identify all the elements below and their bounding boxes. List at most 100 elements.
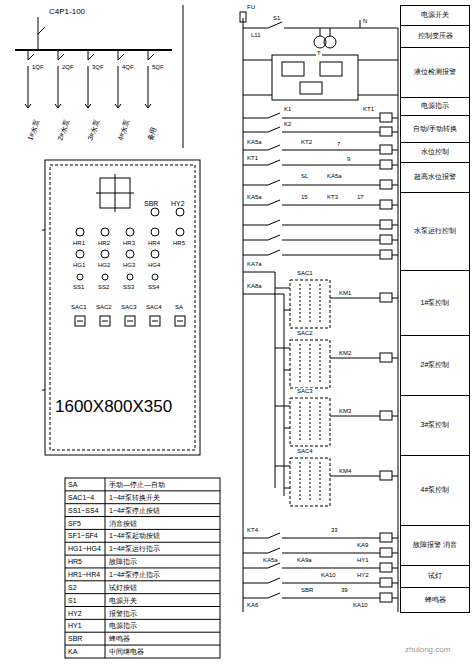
text-label: 7 bbox=[336, 141, 341, 147]
text-label: HG3 bbox=[122, 262, 136, 268]
band-text: 超高水位报警 bbox=[412, 172, 458, 182]
wire bbox=[148, 104, 151, 108]
symbol bbox=[380, 145, 392, 154]
symbol bbox=[380, 250, 392, 259]
wire bbox=[118, 54, 124, 60]
text-label: HR3 bbox=[122, 240, 136, 246]
wire bbox=[310, 344, 311, 384]
wire bbox=[282, 165, 380, 166]
text-label: 5QF bbox=[151, 64, 165, 70]
text-label: SS3 bbox=[122, 284, 135, 290]
wire bbox=[243, 538, 268, 539]
wire bbox=[243, 272, 275, 273]
wire bbox=[330, 358, 380, 359]
wire bbox=[88, 66, 89, 108]
wire bbox=[392, 538, 398, 539]
text-label: 1QF bbox=[31, 64, 45, 70]
text-label: SA bbox=[174, 304, 184, 310]
function-band: 电源指示 bbox=[400, 97, 470, 116]
wire bbox=[284, 370, 290, 371]
text-label: 1~4#泵停止指示 bbox=[108, 571, 161, 578]
text-label: KM3 bbox=[338, 408, 352, 414]
text-label: T bbox=[316, 50, 322, 56]
wire bbox=[58, 66, 59, 108]
text-label: KA5a bbox=[326, 173, 343, 179]
symbol bbox=[380, 353, 392, 362]
text-label: KA5a bbox=[246, 194, 263, 200]
symbol bbox=[380, 593, 392, 602]
function-band: 2#泵控制 bbox=[400, 335, 470, 396]
band-text: 液位检测报警 bbox=[412, 67, 458, 77]
text-label: HY1 bbox=[356, 557, 370, 563]
wire bbox=[77, 321, 83, 322]
function-band: 故障报警 消音 bbox=[400, 525, 470, 566]
symbol bbox=[380, 220, 392, 229]
wire bbox=[115, 104, 118, 108]
text-label: HY2 bbox=[67, 610, 83, 617]
function-band: 4#泵控制 bbox=[400, 455, 470, 526]
function-band: 水位控制 bbox=[400, 142, 470, 163]
function-band: 3#泵控制 bbox=[400, 395, 470, 456]
wire bbox=[268, 113, 280, 118]
wire bbox=[243, 583, 268, 584]
wire bbox=[65, 619, 220, 620]
text-label: KT3 bbox=[326, 194, 339, 200]
wire bbox=[282, 118, 380, 119]
wire bbox=[282, 598, 380, 599]
text-label: 1~4#泵起动按钮 bbox=[108, 532, 161, 539]
wire bbox=[392, 118, 398, 119]
text-label: SS1 bbox=[72, 284, 85, 290]
symbol bbox=[380, 200, 392, 209]
text-label: KA8a bbox=[246, 283, 263, 289]
symbol bbox=[151, 250, 159, 258]
symbol bbox=[102, 274, 108, 280]
text-label: 1~4#泵转换开关 bbox=[108, 494, 161, 501]
band-text: 1#泵控制 bbox=[419, 298, 452, 308]
wire bbox=[55, 104, 58, 108]
wire bbox=[268, 578, 280, 583]
text-label: zhulong.com bbox=[404, 646, 451, 654]
wire bbox=[243, 255, 268, 256]
wire bbox=[65, 490, 220, 491]
text-label: SAC4 bbox=[145, 304, 163, 310]
symbol bbox=[126, 228, 134, 236]
wire bbox=[268, 220, 280, 225]
wire bbox=[58, 104, 61, 108]
band-text: 电源指示 bbox=[419, 101, 451, 111]
wire bbox=[243, 205, 268, 206]
wire bbox=[85, 104, 88, 108]
wire bbox=[65, 555, 220, 556]
band-text: 水泵运行控制 bbox=[412, 226, 458, 236]
wire bbox=[392, 568, 398, 569]
text-label: 蜂鸣器 bbox=[108, 635, 131, 642]
wire bbox=[65, 542, 220, 543]
wire bbox=[65, 593, 220, 594]
text-label: 1#水泵 bbox=[26, 118, 41, 143]
text-label: 2#水泵 bbox=[56, 118, 71, 143]
text-label: 4QF bbox=[121, 64, 135, 70]
text-label: HR2 bbox=[97, 240, 111, 246]
wire bbox=[243, 240, 268, 241]
wire bbox=[300, 344, 301, 384]
wire bbox=[118, 50, 119, 60]
text-label: HR4 bbox=[147, 240, 161, 246]
band-text: 蜂鸣器 bbox=[423, 595, 448, 605]
text-label: HR1 bbox=[72, 240, 86, 246]
wire bbox=[392, 225, 398, 226]
wire bbox=[65, 516, 220, 517]
wire bbox=[392, 358, 398, 359]
wire bbox=[28, 66, 29, 108]
text-label: SA bbox=[67, 481, 78, 488]
text-label: 1600X800X350 bbox=[54, 398, 173, 415]
text-label: SS2 bbox=[97, 284, 110, 290]
text-label: KT1 bbox=[246, 155, 259, 161]
wire bbox=[275, 348, 290, 349]
wire bbox=[243, 598, 268, 599]
text-label: SS4 bbox=[147, 284, 160, 290]
wire bbox=[282, 255, 380, 256]
wire bbox=[58, 54, 64, 60]
band-text: 故障报警 消音 bbox=[411, 540, 459, 550]
text-label: KM1 bbox=[338, 290, 352, 296]
band-text: 4#泵控制 bbox=[419, 485, 452, 495]
symbol bbox=[76, 228, 84, 236]
